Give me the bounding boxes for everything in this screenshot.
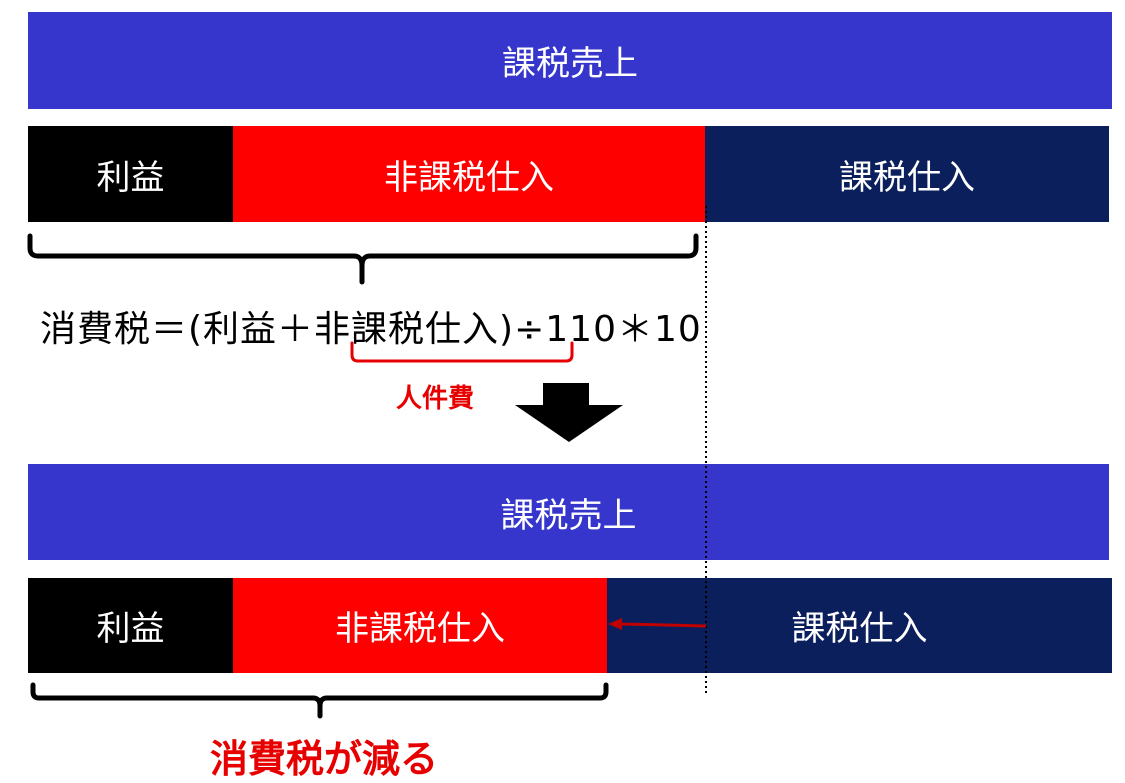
- top-profit-label: 利益: [96, 157, 165, 198]
- conclusion-text: 消費税が減る: [210, 737, 439, 781]
- formula-underline-bracket: [350, 341, 574, 363]
- bottom-sales-bar: 課税売上: [28, 464, 1109, 560]
- top-sales-label: 課税売上: [502, 44, 638, 84]
- bottom-profit-block: 利益: [28, 578, 233, 673]
- top-taxable-label: 課税仕入: [839, 157, 975, 198]
- bottom-nontaxable-block: 非課税仕入: [233, 578, 607, 673]
- top-sales-bar: 課税売上: [28, 12, 1112, 109]
- bottom-profit-label: 利益: [96, 609, 165, 649]
- top-brace: [27, 233, 699, 285]
- top-nontaxable-label: 非課税仕入: [384, 157, 554, 198]
- annotation-label: 人件費: [396, 384, 475, 414]
- down-arrow-icon: [515, 383, 623, 442]
- top-nontaxable-block: 非課税仕入: [233, 126, 705, 222]
- top-taxable-block: 課税仕入: [705, 126, 1109, 222]
- left-arrow-icon: [608, 618, 707, 630]
- bottom-nontaxable-label: 非課税仕入: [335, 609, 505, 649]
- bottom-taxable-label: 課税仕入: [791, 609, 928, 649]
- bottom-sales-label: 課税売上: [500, 495, 637, 536]
- tax-formula: 消費税＝(利益＋非課税仕入)÷110＊10: [40, 309, 702, 350]
- bottom-brace: [30, 682, 609, 719]
- top-profit-block: 利益: [28, 126, 233, 222]
